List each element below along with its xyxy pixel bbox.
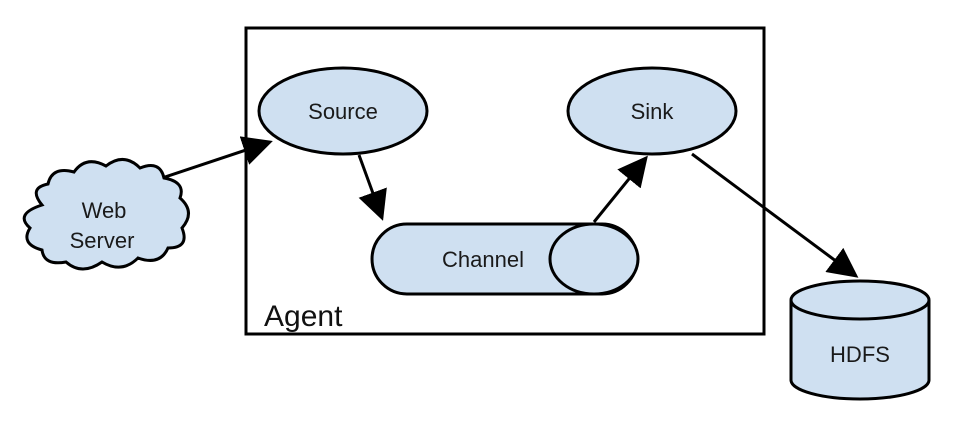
sink-ellipse bbox=[566, 66, 738, 156]
edge-channel-to-sink bbox=[592, 155, 648, 223]
channel-node: Channel bbox=[370, 222, 640, 296]
agent-box bbox=[244, 26, 766, 336]
source-node: Source bbox=[257, 66, 429, 156]
edge-sink-to-hdfs bbox=[691, 152, 859, 278]
agent-container: Agent bbox=[244, 26, 766, 336]
channel-end-cap bbox=[548, 222, 640, 296]
hdfs-node: HDFS bbox=[789, 279, 931, 401]
edge-source-to-channel bbox=[357, 154, 387, 221]
hdfs-body bbox=[789, 300, 931, 401]
hdfs-label: HDFS bbox=[830, 342, 890, 367]
sink-label: Sink bbox=[631, 99, 675, 124]
hdfs-top bbox=[789, 279, 931, 321]
web-server-node: Web Server bbox=[22, 158, 190, 271]
cloud-shape bbox=[22, 158, 190, 271]
web-server-label-line2: Server bbox=[70, 228, 135, 253]
channel-label: Channel bbox=[442, 247, 524, 272]
source-ellipse bbox=[257, 66, 429, 156]
source-label: Source bbox=[308, 99, 378, 124]
sink-node: Sink bbox=[566, 66, 738, 156]
agent-label: Agent bbox=[264, 300, 343, 333]
web-server-label-line1: Web bbox=[82, 198, 127, 223]
